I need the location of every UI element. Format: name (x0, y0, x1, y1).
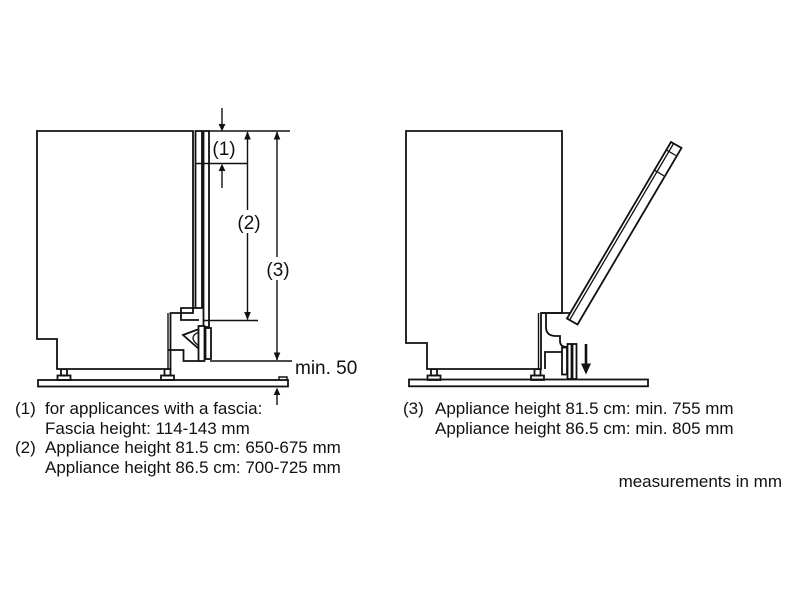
note-line: Appliance height 81.5 cm: min. 755 mm (435, 399, 734, 418)
adjustable-foot (160, 368, 175, 381)
note-line: Fascia height: 114-143 mm (45, 418, 250, 438)
adjustable-foot (530, 368, 545, 381)
dim2-label: (2) (237, 213, 260, 234)
note-line: Appliance height 86.5 cm: 700-725 mm (45, 457, 341, 477)
hinge-frame-step (545, 313, 568, 348)
hinge-frame-lower (544, 351, 563, 369)
note-dim2: (2) Appliance height 81.5 cm: 650-675 mm… (15, 438, 341, 477)
adjustable-foot (56, 368, 72, 381)
note-line: Appliance height 86.5 cm: min. 805 mm (435, 418, 734, 438)
floor-plate (37, 379, 289, 388)
hinge-plate-flange (561, 346, 568, 376)
appliance-body (405, 130, 563, 370)
down-direction-arrow (581, 344, 591, 375)
min-clearance-label: min. 50 (295, 358, 357, 379)
hinge-bracket-lower (168, 349, 199, 362)
note-number: (3) (403, 399, 424, 418)
floor-plate (408, 378, 649, 388)
note-line: Appliance height 81.5 cm: 650-675 mm (45, 438, 341, 457)
note-number: (1) (15, 399, 36, 418)
dim1-label: (1) (212, 139, 235, 160)
note-fascia: (1) for applicances with a fascia: Fasci… (15, 399, 262, 438)
door-panel (194, 130, 203, 309)
hinge-arm-arc (192, 331, 200, 347)
dimension-1-arrows (218, 108, 226, 188)
note-line: for applicances with a fascia: (45, 399, 263, 418)
hinge-plate-outer (204, 327, 212, 360)
adjustable-foot (426, 368, 442, 381)
floor-plate-end-tab (278, 376, 288, 380)
mounting-plate (566, 343, 573, 380)
note-number: (2) (15, 438, 36, 457)
right-diagram-open-door (405, 130, 683, 388)
dim2-label-bg (235, 210, 262, 233)
min50-arrow (273, 387, 281, 405)
hinge-arm-triangle (181, 327, 200, 351)
dim3-label-bg (264, 257, 292, 280)
fascia-panel (202, 130, 210, 328)
dimension-lines (196, 108, 292, 405)
door-tip-seam (665, 149, 677, 157)
appliance-body (36, 130, 194, 370)
left-diagram-closed-door (36, 130, 289, 388)
hinge-bracket-upper (180, 307, 199, 321)
dimension-3-arrow (273, 131, 281, 361)
note-dim3: (3) Appliance height 81.5 cm: min. 755 m… (403, 399, 734, 438)
door-break-tick (654, 169, 665, 177)
dim3-label: (3) (266, 260, 289, 281)
mounting-plate-outer (571, 343, 578, 380)
open-door-panel (565, 140, 683, 326)
units-note: measurements in mm (618, 472, 782, 491)
hinge-plate (197, 325, 206, 362)
